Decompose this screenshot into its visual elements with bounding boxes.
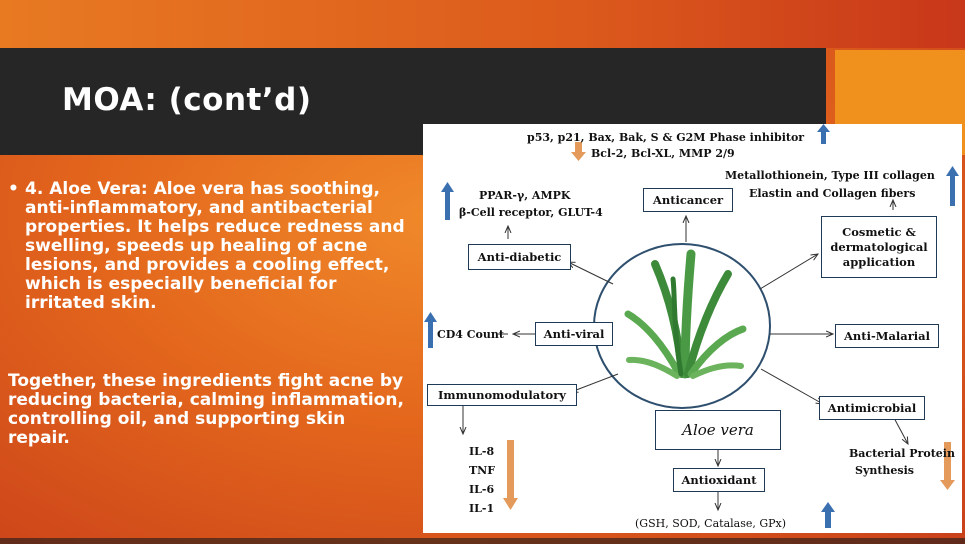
il8-label: IL-8 xyxy=(469,445,495,458)
tnf-label: TNF xyxy=(469,464,496,477)
antidiabetic-label-1: PPAR-γ, AMPK xyxy=(479,189,571,202)
cosmetic-up-label-1: Metallothionein, Type III collagen xyxy=(725,169,935,182)
anticancer-box: Anticancer xyxy=(643,188,733,212)
cosmetic-line-1: Cosmetic & xyxy=(842,224,916,239)
antiviral-box: Anti-viral xyxy=(535,322,613,346)
aloe-vera-diagram: Anticancer Anti-diabetic Cosmetic & derm… xyxy=(423,124,962,533)
cosmetic-line-2: dermatological xyxy=(830,239,928,254)
bottom-edge xyxy=(0,538,965,544)
top-band xyxy=(0,0,965,48)
anticancer-down-label: Bcl-2, Bcl-XL, MMP 2/9 xyxy=(591,147,735,160)
il1-label: IL-1 xyxy=(469,502,495,515)
antioxidant-box: Antioxidant xyxy=(673,468,765,492)
immunomodulatory-box: Immunomodulatory xyxy=(427,384,577,406)
summary-paragraph: Together, these ingredients fight acne b… xyxy=(8,371,404,448)
down-arrow-icon xyxy=(503,142,955,510)
bacterial-protein-label-2: Synthesis xyxy=(855,464,914,477)
antimicrobial-box: Antimicrobial xyxy=(819,396,925,420)
bullet-dot: • xyxy=(8,179,19,199)
antimalarial-box: Anti-Malarial xyxy=(835,324,939,348)
cosmetic-up-label-2: Elastin and Collagen fibers xyxy=(749,187,916,200)
anticancer-up-label: p53, p21, Bax, Bak, S & G2M Phase inhibi… xyxy=(527,131,805,144)
center-label-box: Aloe vera xyxy=(655,410,781,450)
slide-title: MOA: (cont’d) xyxy=(62,82,312,118)
cosmetic-box: Cosmetic & dermatological application xyxy=(821,216,937,278)
bullet-text: 4. Aloe Vera: Aloe vera has soothing, an… xyxy=(25,179,405,313)
up-arrow-icon xyxy=(424,124,959,528)
antioxidant-enzymes-label: (GSH, SOD, Catalase, GPx) xyxy=(635,517,787,530)
cd4-count-label: CD4 Count xyxy=(437,328,504,341)
il6-label: IL-6 xyxy=(469,483,495,496)
cosmetic-line-3: application xyxy=(842,254,916,269)
antidiabetic-label-2: β-Cell receptor, GLUT-4 xyxy=(459,206,603,219)
bacterial-protein-label-1: Bacterial Protein xyxy=(849,447,955,460)
bullet-item: • 4. Aloe Vera: Aloe vera has soothing, … xyxy=(8,180,413,313)
aloe-plant-icon xyxy=(624,249,747,379)
diagram-connectors xyxy=(424,124,959,528)
antidiabetic-box: Anti-diabetic xyxy=(468,244,571,270)
